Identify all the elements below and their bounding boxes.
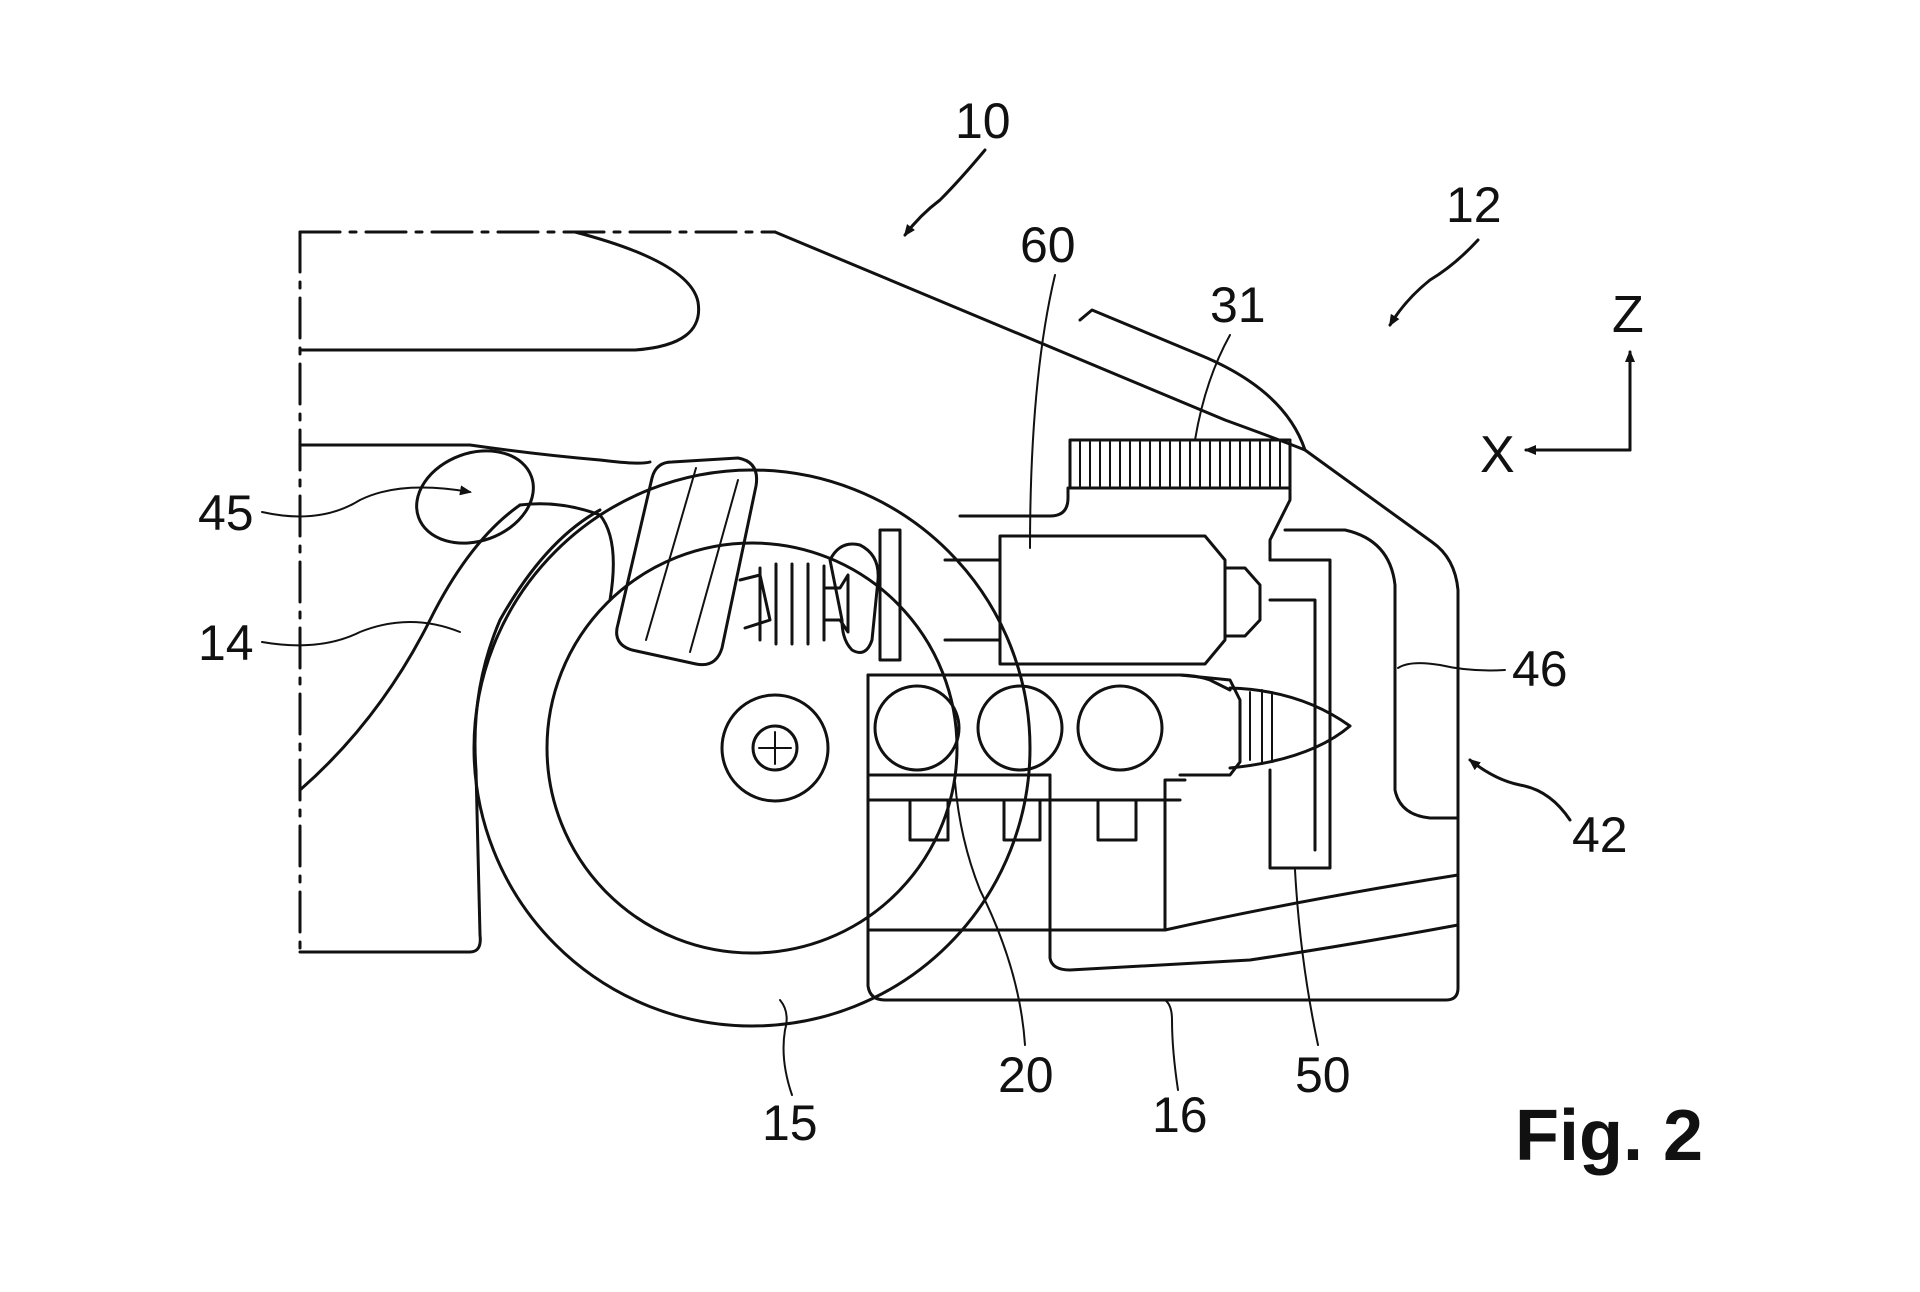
leader-16 — [1165, 1000, 1178, 1090]
label-46: 46 — [1512, 641, 1568, 697]
label-12: 12 — [1446, 177, 1502, 233]
leader-12 — [1390, 240, 1478, 325]
label-60: 60 — [1020, 217, 1076, 273]
leader-50 — [1295, 870, 1318, 1045]
leader-20 — [955, 782, 1025, 1045]
label-14: 14 — [198, 615, 254, 671]
label-20: 20 — [998, 1047, 1054, 1103]
wheel-tilted-block — [617, 458, 757, 665]
label-42: 42 — [1572, 807, 1628, 863]
label-15: 15 — [762, 1095, 818, 1151]
label-45: 45 — [198, 485, 254, 541]
projectile-nozzle — [1180, 675, 1350, 775]
leader-31 — [1195, 335, 1230, 440]
leader-42 — [1470, 760, 1570, 820]
leader-14 — [262, 622, 460, 645]
leader-60 — [1030, 275, 1055, 548]
wheel-arch-14 — [300, 504, 613, 790]
label-31: 31 — [1210, 277, 1266, 333]
cylinder-60 — [880, 530, 1260, 664]
figure-caption: Fig. 2 — [1515, 1096, 1703, 1176]
wheel-15 — [474, 470, 1030, 1026]
label-50: 50 — [1295, 1047, 1351, 1103]
x-axis-label: X — [1480, 426, 1515, 484]
gear-rack-31 — [960, 440, 1290, 560]
coordinate-axes: Z X — [1480, 286, 1644, 484]
leader-45 — [262, 488, 470, 517]
label-10: 10 — [955, 93, 1011, 149]
leader-10 — [905, 150, 985, 235]
z-axis-label: Z — [1612, 286, 1644, 344]
label-16: 16 — [1152, 1087, 1208, 1143]
lower-structure — [1050, 775, 1458, 970]
leader-15 — [780, 1000, 792, 1095]
spring-actuator — [740, 544, 878, 652]
leader-46 — [1398, 663, 1505, 670]
